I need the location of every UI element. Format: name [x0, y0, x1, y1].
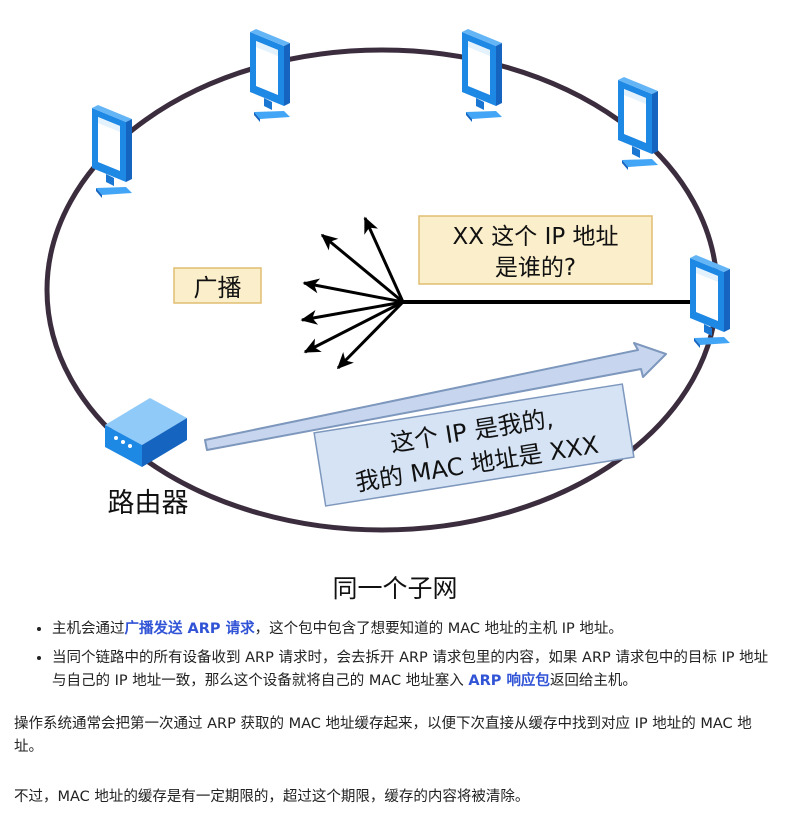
computer-icon	[92, 105, 132, 198]
reply-label: 这个 IP 是我的, 我的 MAC 地址是 XXX	[313, 383, 635, 507]
svg-text:广播: 广播	[194, 274, 242, 302]
svg-text:XX 这个 IP 地址: XX 这个 IP 地址	[452, 224, 618, 250]
computer-icon	[690, 255, 730, 348]
highlight-broadcast-arp-request: 广播发送 ARP 请求	[124, 621, 255, 637]
bullet-list: 主机会通过广播发送 ARP 请求，这个包中包含了想要知道的 MAC 地址的主机 …	[14, 618, 774, 693]
router-label: 路由器	[108, 488, 189, 519]
bullet-item-arp-response: 当同个链路中的所有设备收到 ARP 请求时，会去拆开 ARP 请求包里的内容，如…	[52, 647, 774, 693]
computer-icon	[462, 29, 502, 122]
router-icon	[105, 398, 187, 467]
highlight-arp-response: ARP 响应包	[468, 673, 550, 689]
diagram-caption: 同一个子网	[332, 574, 457, 603]
bullet-item-broadcast-request: 主机会通过广播发送 ARP 请求，这个包中包含了想要知道的 MAC 地址的主机 …	[52, 618, 774, 641]
svg-text:是谁的?: 是谁的?	[495, 255, 576, 281]
paragraph-cache-expiry: 不过，MAC 地址的缓存是有一定期限的，超过这个期限，缓存的内容将被清除。	[14, 789, 530, 805]
reply-arrow	[204, 342, 667, 451]
question-label: XX 这个 IP 地址 是谁的?	[418, 215, 653, 285]
computer-icon	[250, 29, 290, 122]
broadcast-label: 广播	[173, 267, 262, 304]
computer-icon	[618, 77, 658, 170]
article-text: 主机会通过广播发送 ARP 请求，这个包中包含了想要知道的 MAC 地址的主机 …	[14, 618, 774, 809]
arp-broadcast-diagram: 广播 XX 这个 IP 地址 是谁的? 这个 IP 是我的, 我的 MAC 地址…	[44, 29, 730, 603]
paragraph-cache: 操作系统通常会把第一次通过 ARP 获取的 MAC 地址缓存起来，以便下次直接从…	[14, 716, 752, 755]
broadcast-arrows	[300, 216, 405, 370]
